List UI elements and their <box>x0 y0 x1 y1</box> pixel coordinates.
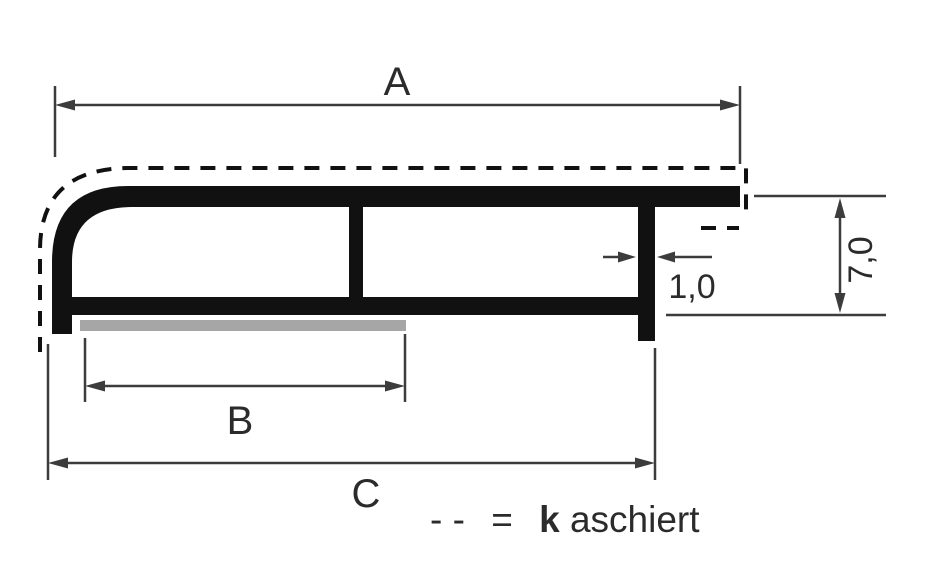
legend-equals: = <box>491 499 513 540</box>
arrow-c-left <box>48 457 68 469</box>
legend-word-bold: k <box>539 499 560 540</box>
arrow-h-bottom <box>834 293 846 313</box>
profile-top-bar-and-left-wall <box>52 186 740 334</box>
arrow-t-left <box>618 251 636 263</box>
profile-bottom-bar <box>62 297 650 315</box>
dimension-lines <box>46 86 886 480</box>
arrow-h-top <box>834 198 846 218</box>
laminated-dashed-contour <box>38 166 748 352</box>
label-dim-c: C <box>352 472 381 516</box>
arrow-b-left <box>85 380 105 392</box>
arrow-a-right <box>720 99 740 111</box>
label-dim-thickness: 1,0 <box>668 268 715 306</box>
dimension-labels: A 7,0 1,0 B C - - = k aschiert <box>227 60 880 540</box>
arrow-c-right <box>635 457 655 469</box>
label-dim-b: B <box>227 399 254 443</box>
label-dim-height: 7,0 <box>842 236 880 283</box>
legend-dash-symbol: - - <box>430 499 465 540</box>
legend-kaschiert: - - = k aschiert <box>430 499 700 540</box>
profile-body <box>52 186 740 341</box>
legend-word-rest: aschiert <box>570 499 700 540</box>
arrow-b-right <box>385 380 405 392</box>
foam-strip <box>80 320 406 331</box>
label-dim-a: A <box>384 60 411 104</box>
dimension-arrowheads <box>48 99 846 469</box>
dashed-top-contour <box>38 166 748 352</box>
arrow-t-right <box>657 251 675 263</box>
profile-middle-web <box>349 200 363 301</box>
profile-right-web <box>638 200 655 341</box>
arrow-a-left <box>55 99 75 111</box>
